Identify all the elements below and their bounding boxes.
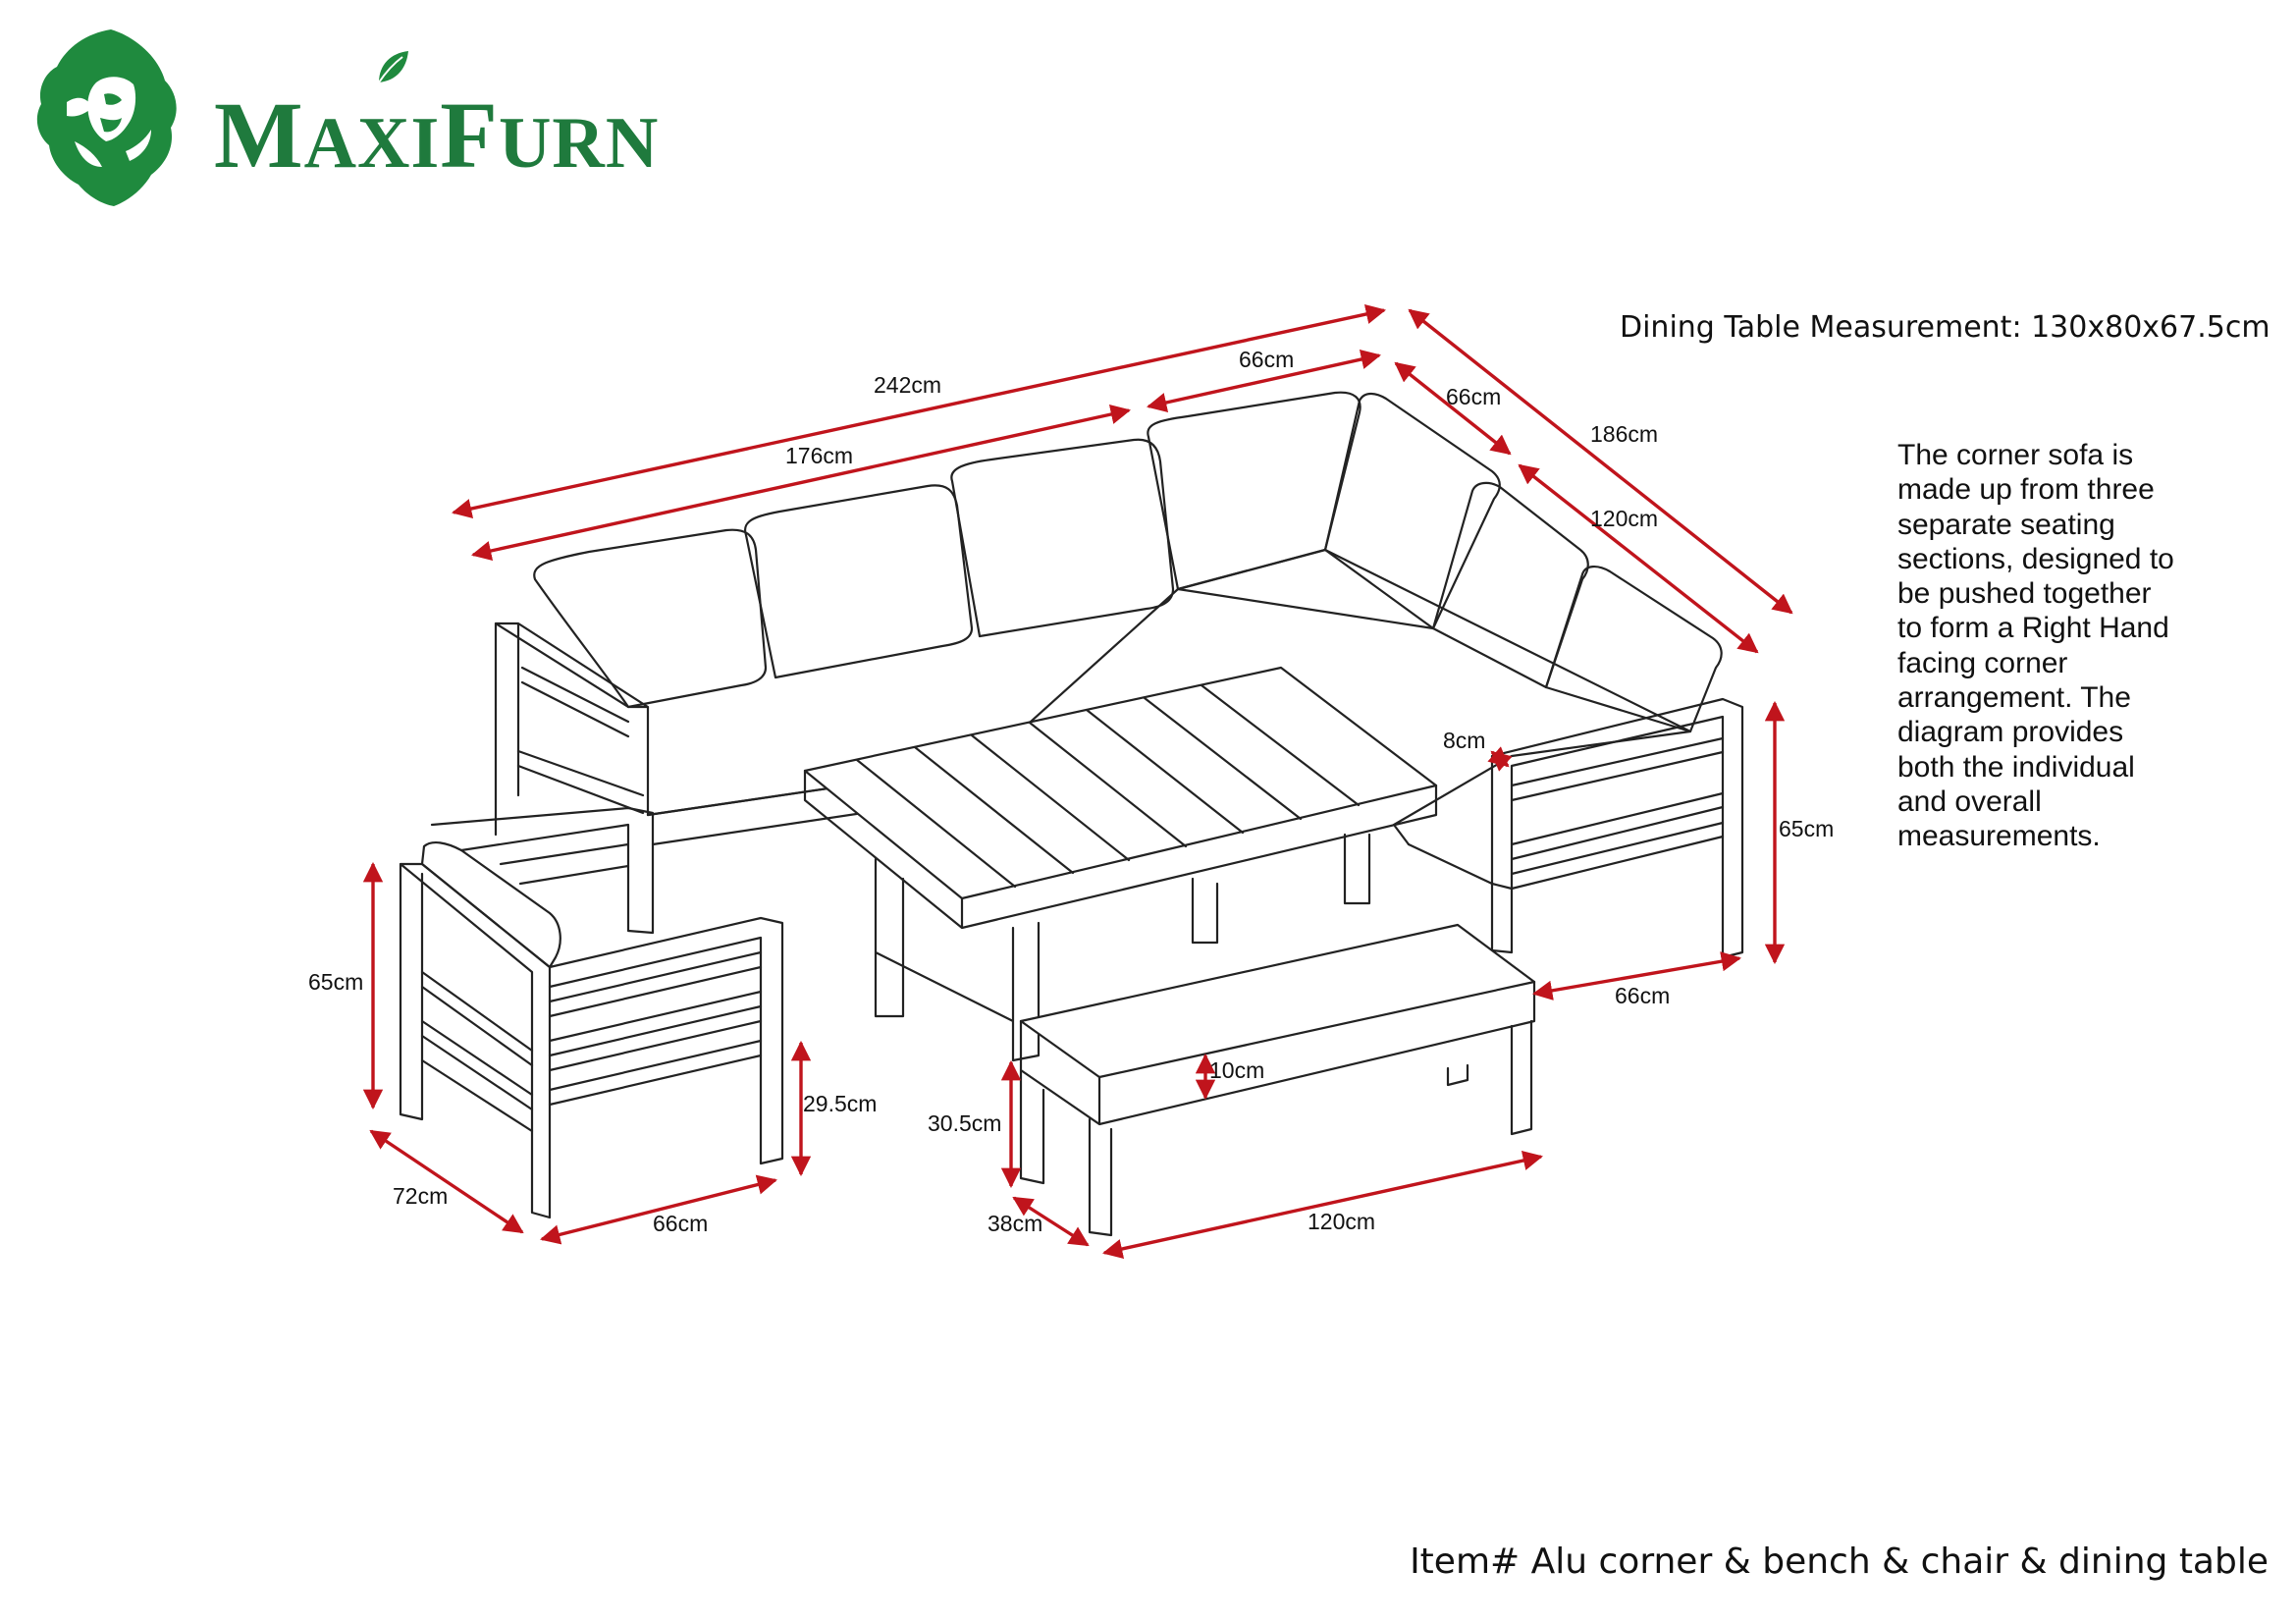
label-sofa-side-length: 176cm bbox=[785, 443, 853, 468]
arrow-sofa-side-length bbox=[471, 404, 1131, 562]
chair-back-slats bbox=[499, 842, 630, 886]
label-chair-width: 66cm bbox=[653, 1211, 708, 1236]
dimension-arrows bbox=[362, 303, 1793, 1260]
dining-table-measurement: Dining Table Measurement: 130x80x67.5cm bbox=[1620, 310, 2270, 345]
chair-left-arm-slats bbox=[420, 970, 534, 1133]
sofa-left-arm-slats bbox=[516, 666, 645, 815]
brand-logo: MAXIFURN bbox=[27, 24, 658, 220]
arrow-corner-width bbox=[1147, 350, 1381, 412]
label-sofa-height: 65cm bbox=[1779, 816, 1834, 841]
description-line: made up from three bbox=[1897, 473, 2155, 507]
bench-legs bbox=[1019, 1019, 1533, 1237]
armchair bbox=[399, 806, 784, 1219]
table-slats bbox=[855, 683, 1361, 889]
description-line: facing corner bbox=[1897, 646, 2068, 679]
sofa-legs bbox=[1191, 833, 1371, 945]
label-bench-length: 120cm bbox=[1308, 1209, 1375, 1234]
description-line: The corner sofa is bbox=[1897, 439, 2134, 471]
sofa-corner-cushion-2 bbox=[1431, 481, 1589, 689]
chair-seat-lines bbox=[548, 950, 763, 1107]
chair-back-cushion bbox=[420, 840, 561, 969]
label-bench-height: 30.5cm bbox=[928, 1110, 1001, 1136]
label-chair-height: 65cm bbox=[308, 969, 363, 995]
brand-wordmark: MAXIFURN bbox=[214, 81, 659, 189]
brand-rest-axi: AXI bbox=[303, 103, 441, 184]
label-corner-width: 66cm bbox=[1239, 347, 1294, 372]
arrow-bench-depth bbox=[1012, 1196, 1090, 1247]
brand-rest-urn: URN bbox=[498, 103, 660, 184]
description-line: sections, designed to bbox=[1897, 542, 2174, 575]
description-line: both the individual bbox=[1897, 750, 2135, 784]
label-sofa-total-length: 242cm bbox=[874, 372, 941, 398]
arrow-chair-depth bbox=[369, 1129, 524, 1234]
description-line: and overall bbox=[1897, 784, 2042, 818]
chair-right-arm bbox=[548, 916, 784, 1165]
bench bbox=[1019, 923, 1536, 1237]
label-chair-seat-height: 29.5cm bbox=[803, 1091, 877, 1116]
description-line: be pushed together bbox=[1897, 577, 2152, 611]
chair-back-frame bbox=[430, 806, 655, 935]
description-line: separate seating bbox=[1897, 508, 2115, 541]
corner-sofa bbox=[494, 391, 1744, 959]
sofa-back-cushion-3 bbox=[950, 438, 1175, 638]
description-line: arrangement. The bbox=[1897, 681, 2131, 715]
sofa-seat-front-right bbox=[1407, 842, 1514, 891]
brand-initial-f: F bbox=[440, 82, 499, 188]
leaf-icon bbox=[378, 51, 408, 83]
label-sofa-total-depth: 186cm bbox=[1590, 421, 1658, 447]
item-label: Item# Alu corner & bench & chair & dinin… bbox=[1410, 1542, 2269, 1582]
arrow-sofa-seat-depth bbox=[1531, 951, 1742, 1001]
sofa-left-arm bbox=[494, 622, 650, 837]
lion-head-icon bbox=[36, 29, 177, 206]
label-armrest-width: 8cm bbox=[1443, 728, 1485, 753]
table-top-edge bbox=[803, 769, 1438, 930]
sofa-back-cushion-1 bbox=[533, 528, 768, 709]
arrow-sofa-total-length bbox=[452, 303, 1386, 519]
label-sofa-right-length: 120cm bbox=[1590, 506, 1658, 531]
label-corner-depth: 66cm bbox=[1446, 384, 1501, 409]
label-chair-depth: 72cm bbox=[393, 1183, 448, 1209]
label-bench-cushion: 10cm bbox=[1209, 1057, 1264, 1083]
sofa-back-cushion-4 bbox=[1147, 391, 1362, 591]
brand-initial-m: M bbox=[214, 82, 304, 188]
table-top bbox=[803, 666, 1438, 900]
sofa-right-arm-slats bbox=[1510, 736, 1725, 891]
label-sofa-seat-depth: 66cm bbox=[1615, 983, 1670, 1008]
dimension-labels: 242cm 176cm 66cm 66cm 186cm 120cm 8cm 65… bbox=[308, 347, 1834, 1236]
arrow-armrest-width bbox=[1487, 746, 1513, 772]
description-line: to form a Right Hand bbox=[1897, 612, 2169, 645]
description-text: The corner sofa is made up from three se… bbox=[1897, 438, 2221, 854]
sofa-back-cushion-2 bbox=[743, 484, 974, 679]
table-legs bbox=[874, 857, 1041, 1062]
arrow-sofa-right-length bbox=[1518, 463, 1759, 654]
dining-table bbox=[803, 666, 1438, 1062]
bench-cushion-edge bbox=[1019, 980, 1536, 1126]
description-line: diagram provides bbox=[1897, 716, 2124, 749]
sofa-seat-seam bbox=[1176, 587, 1435, 630]
label-bench-depth: 38cm bbox=[988, 1211, 1042, 1236]
bench-top bbox=[1019, 923, 1536, 1079]
arrow-chair-width bbox=[540, 1174, 777, 1245]
arrow-bench-length bbox=[1102, 1150, 1543, 1260]
description-line: measurements. bbox=[1897, 820, 2101, 853]
